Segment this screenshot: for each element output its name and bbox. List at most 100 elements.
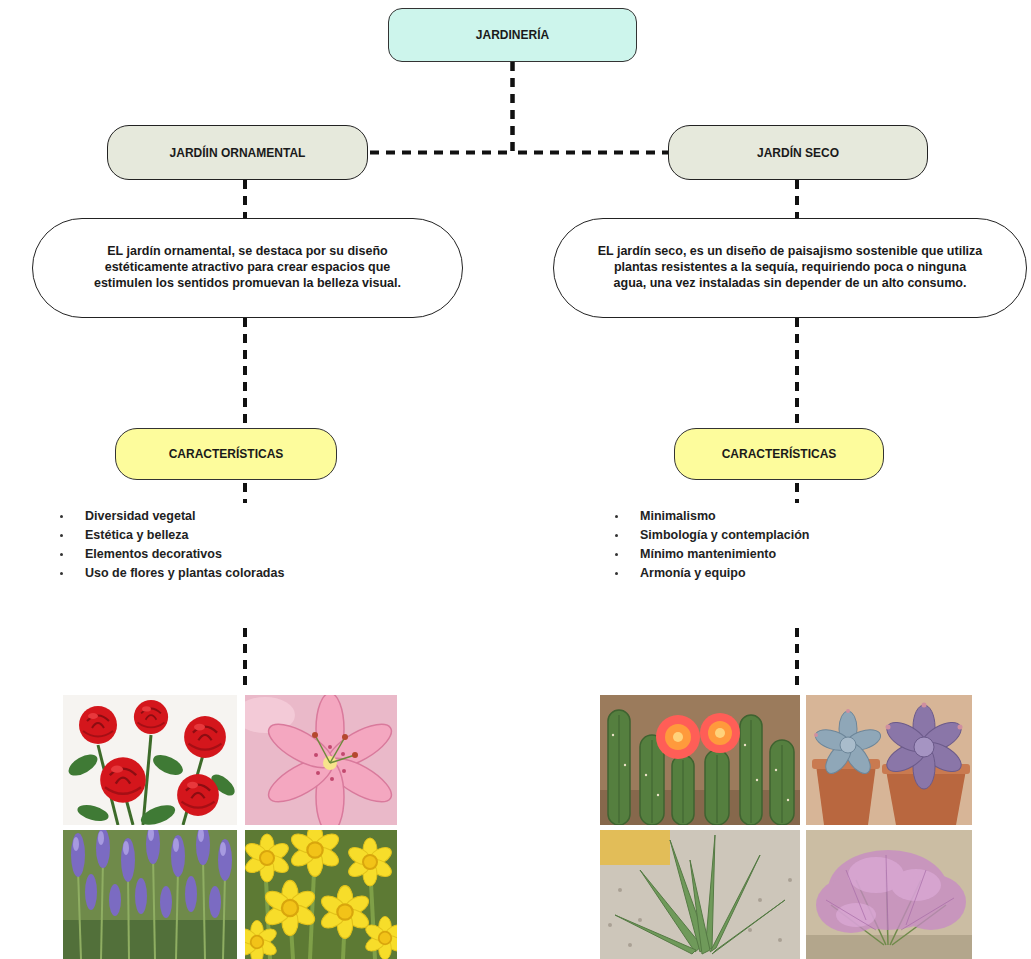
feature-item: Mínimo mantenimiento xyxy=(640,547,776,562)
drawing-part xyxy=(901,898,954,930)
feature-item: Elementos decorativos xyxy=(85,547,222,562)
drawing-part xyxy=(624,764,626,766)
drawing-part xyxy=(203,858,205,959)
category-box: JARDÍIN ORNAMENTAL xyxy=(107,125,368,180)
drawing-part xyxy=(185,876,197,912)
drawing-part xyxy=(700,713,740,753)
drawing-part xyxy=(184,716,226,758)
drawing-part xyxy=(146,830,160,864)
drawing-part xyxy=(138,801,177,825)
drawing-part xyxy=(712,900,785,954)
echeveria-photo xyxy=(806,695,972,825)
drawing-part xyxy=(245,920,279,959)
drawing-part xyxy=(958,725,963,730)
bullet-dot xyxy=(615,534,618,537)
node-text: EL jardín ornamental, se destaca por su … xyxy=(75,244,420,292)
drawing-part xyxy=(342,769,346,773)
drawing-part xyxy=(288,830,341,876)
drawing-part xyxy=(342,734,348,740)
drawing-part xyxy=(78,870,81,959)
drawing-part xyxy=(245,834,291,882)
drawing-part xyxy=(708,721,732,745)
drawing-part xyxy=(223,875,225,959)
category-box: JARDÍN SECO xyxy=(668,125,928,180)
feature-item: Estética y belleza xyxy=(85,528,189,543)
drawing-part xyxy=(98,831,104,845)
drawing-part xyxy=(775,769,777,771)
drawing-part xyxy=(690,860,710,954)
drawing-part xyxy=(665,724,691,750)
node-text: JARDÍN SECO xyxy=(757,146,839,160)
drawing-part xyxy=(740,715,762,825)
drawing-part xyxy=(76,802,111,824)
drawing-part xyxy=(882,705,966,789)
drawing-part xyxy=(71,833,85,877)
drawing-part xyxy=(100,757,146,803)
drawing-part xyxy=(148,830,154,841)
feature-item: Minimalismo xyxy=(640,509,716,524)
node-text: JARDINERÍA xyxy=(476,28,549,42)
drawing-part xyxy=(160,886,172,918)
drawing-part xyxy=(121,838,135,882)
drawing-part xyxy=(312,732,358,758)
drawing-part xyxy=(600,830,670,865)
drawing-part xyxy=(891,869,941,901)
drawing-part xyxy=(65,750,237,825)
drawing-part xyxy=(600,830,800,959)
description-box: EL jardín ornamental, se destaca por su … xyxy=(32,218,463,318)
bullet-dot xyxy=(615,572,618,575)
bullet-dot xyxy=(615,553,618,556)
drawing-part xyxy=(73,830,226,856)
node-text: JARDÍIN ORNAMENTAL xyxy=(170,146,306,160)
drawing-part xyxy=(806,935,972,959)
drawing-part xyxy=(135,878,147,914)
drawing-part xyxy=(922,703,927,708)
drawing-part xyxy=(673,732,683,742)
drawing-part xyxy=(700,713,740,753)
grass-photo xyxy=(806,830,972,959)
drawing-part xyxy=(656,715,700,759)
drawing-part xyxy=(788,878,792,882)
leader-line xyxy=(795,483,799,503)
drawing-part xyxy=(96,830,110,868)
drawing-part xyxy=(176,870,178,959)
node-text: EL jardín seco, es un diseño de paisajis… xyxy=(598,244,983,292)
bullet-dot xyxy=(60,572,63,575)
drawing-part xyxy=(262,880,318,935)
drawing-part xyxy=(770,740,794,825)
drawing-part xyxy=(315,735,330,763)
dashed-connector xyxy=(795,318,799,428)
drawing-part xyxy=(612,734,789,801)
cactus-photo xyxy=(600,695,800,825)
drawing-part xyxy=(628,943,632,947)
root-box: JARDINERÍA xyxy=(388,8,637,62)
drawing-part xyxy=(65,750,101,780)
drawing-part xyxy=(715,728,725,738)
drawing-part xyxy=(813,711,883,778)
drawing-part xyxy=(220,842,226,856)
feature-heading: CARACTERÍSTICAS xyxy=(115,428,337,480)
drawing-part xyxy=(751,720,752,823)
lily-photo xyxy=(245,695,397,825)
drawing-part xyxy=(657,794,659,796)
bullet-dot xyxy=(615,515,618,518)
drawing-part xyxy=(672,755,694,825)
drawing-part xyxy=(717,755,718,823)
drawing-part xyxy=(150,751,186,779)
drawing-part xyxy=(608,710,794,825)
drawing-part xyxy=(101,860,103,959)
drawing-part xyxy=(173,838,179,852)
drawing-part xyxy=(615,915,696,954)
drawing-part xyxy=(341,752,345,756)
drawing-part xyxy=(318,886,371,939)
drawing-part xyxy=(683,760,684,823)
bullet-dot xyxy=(60,515,63,518)
drawing-part xyxy=(886,725,891,730)
drawing-part xyxy=(652,740,653,823)
drawing-part xyxy=(656,715,700,759)
feature-item: Simbología y contemplación xyxy=(640,528,809,543)
drawing-part xyxy=(134,700,168,734)
feature-item: Uso de flores y plantas coloradas xyxy=(85,566,284,581)
drawing-part xyxy=(787,799,789,801)
dashed-connector xyxy=(513,62,669,153)
